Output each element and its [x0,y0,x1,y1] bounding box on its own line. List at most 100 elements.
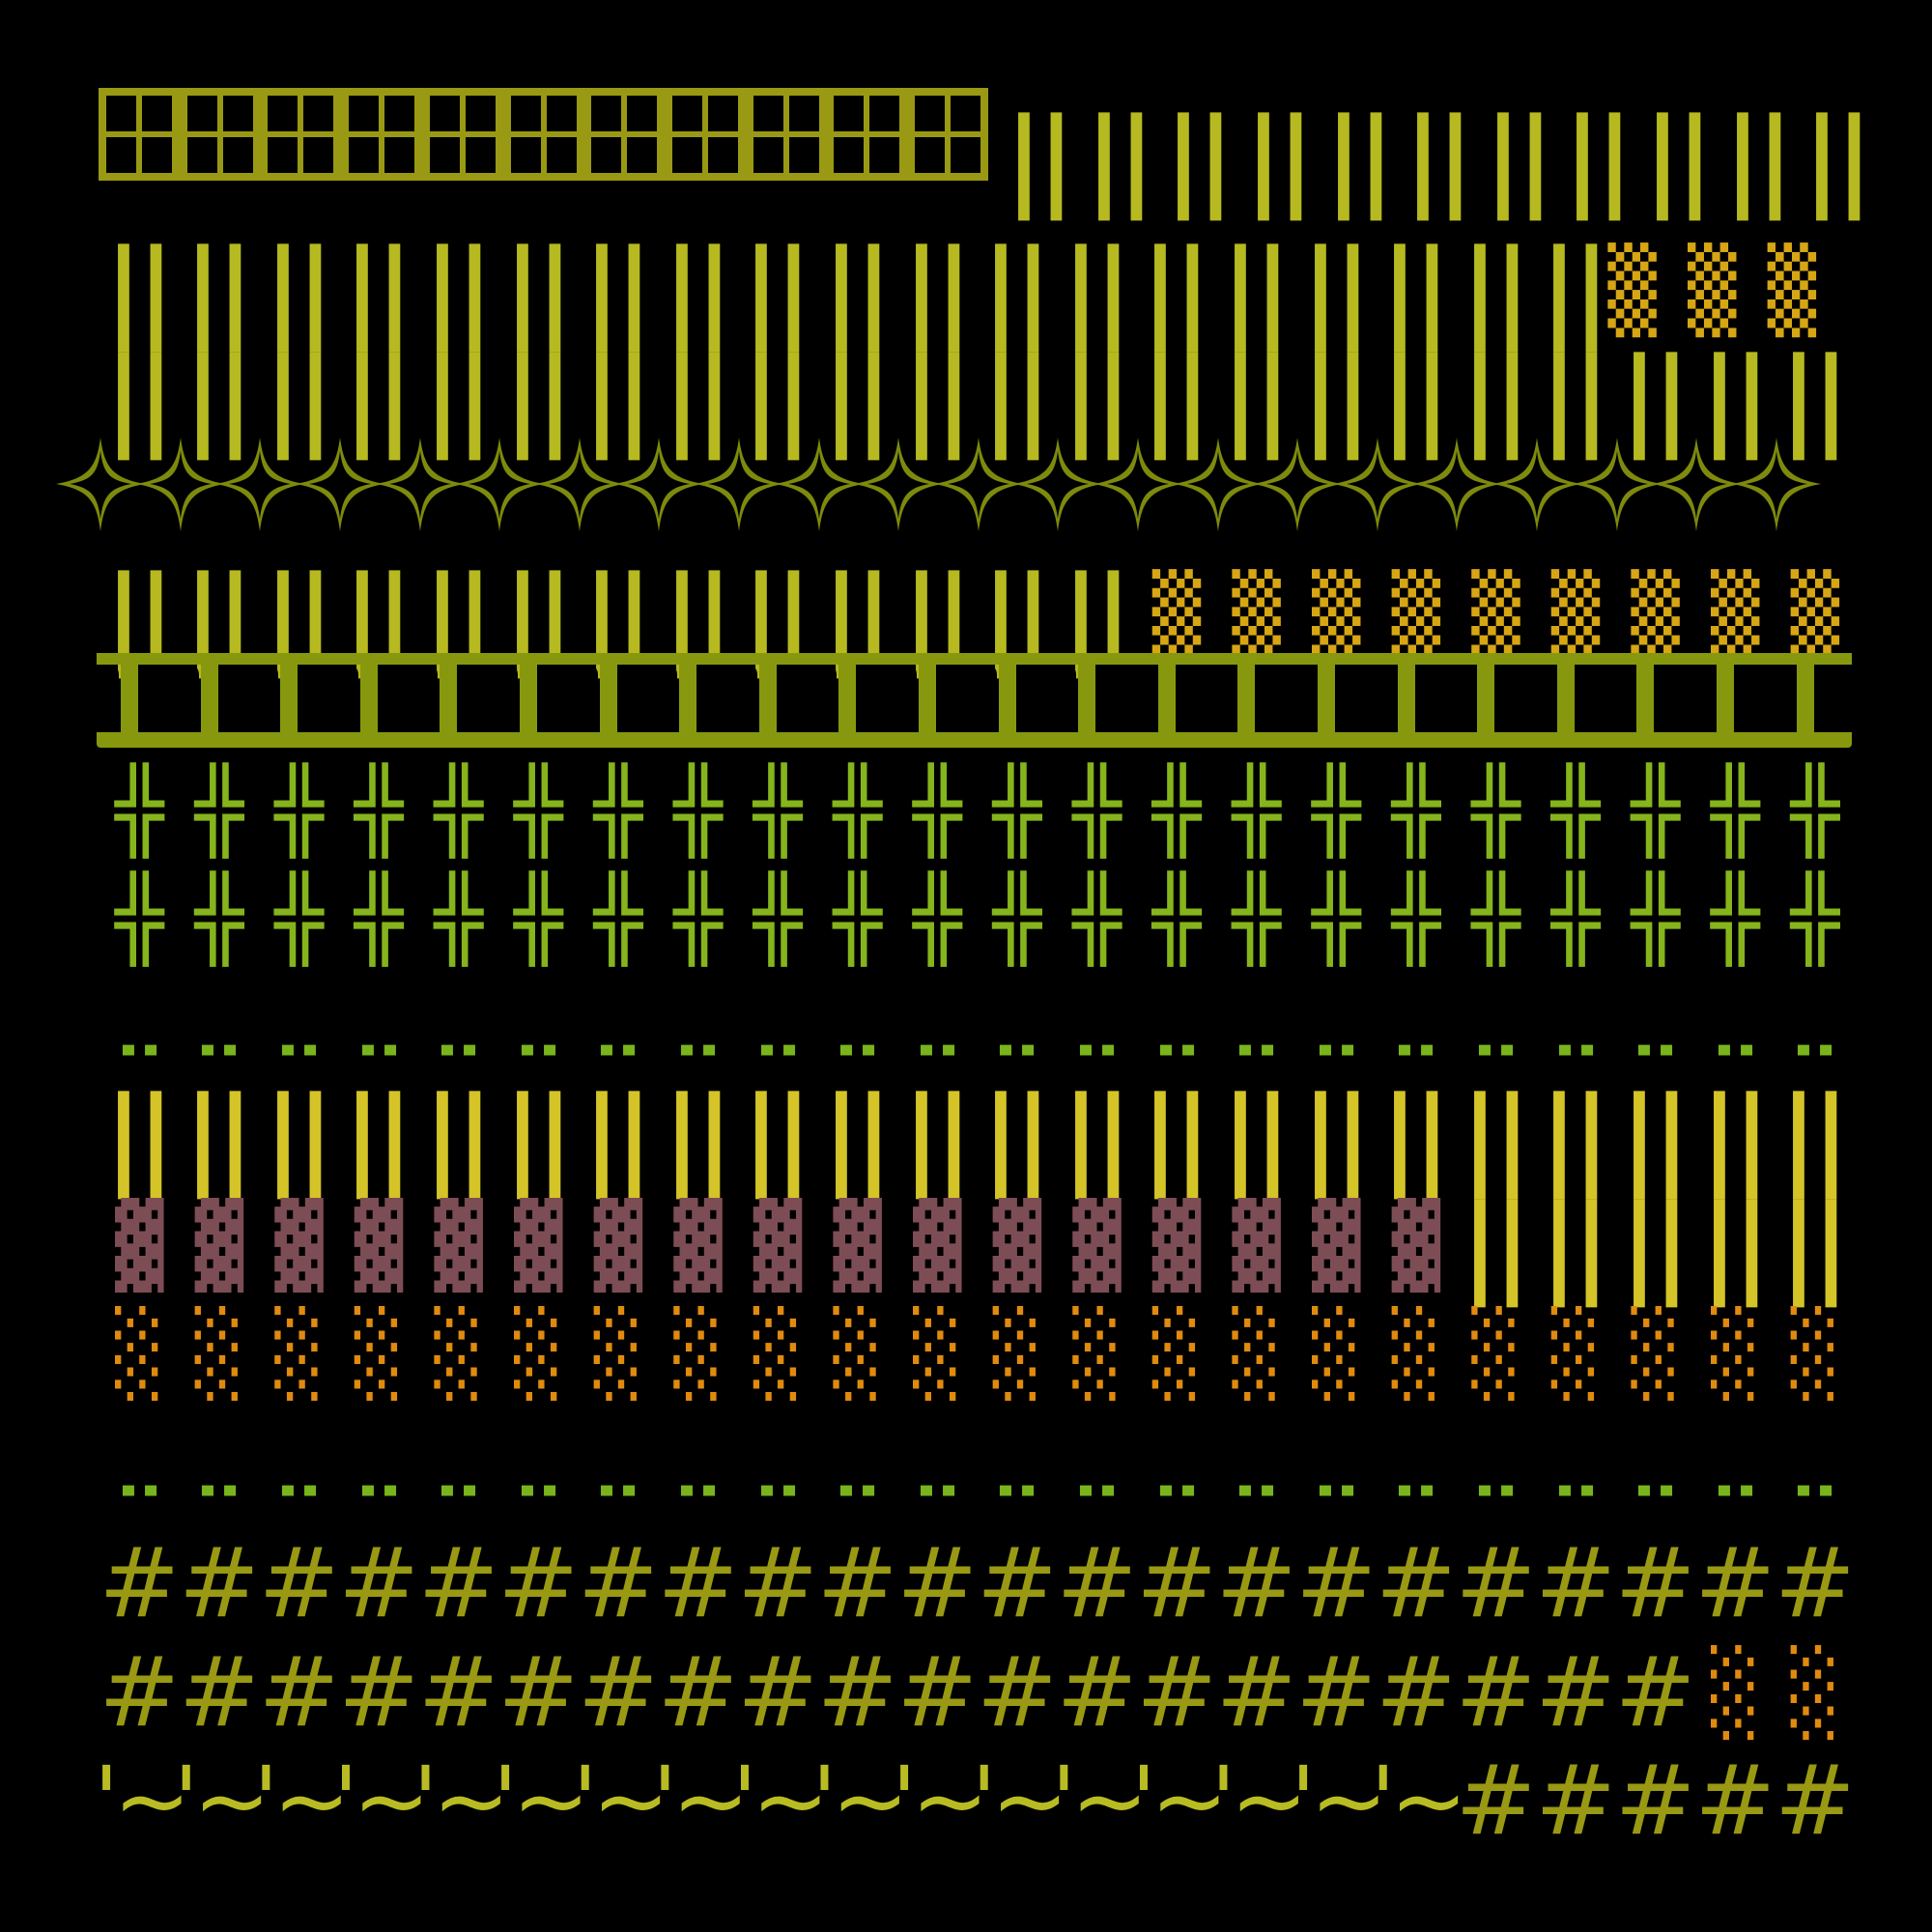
glyph-cell: ▓ [1057,1198,1137,1292]
glyph-cell: ░ [978,1306,1058,1400]
glyph-cell: ▓ [1137,1198,1217,1292]
glyph-cell: ‖ [1136,236,1217,344]
dark-shade-glyph: ▓ [194,1197,244,1293]
medium-shade-glyph: ▒ [1607,242,1657,337]
glyph-cell: ‖ [1455,344,1536,452]
box-cross-glyph: ╬ [673,870,723,966]
hash-glyph: # [1614,1634,1696,1748]
glyph-cell: ‖ [338,562,419,670]
four-point-star-icon [215,438,305,531]
glyph-cell: ‖ [99,1083,180,1191]
glyph-row: ░░░░░░░░░░░░░░░░░░░░░░ [99,1306,1932,1400]
hash-glyph: # [497,1634,580,1748]
double-bar-glyph: ‖ [816,1073,898,1200]
four-point-star-icon [695,438,784,531]
glyph-cell: '~ [173,1753,270,1847]
glyph-cell: # [1216,1643,1297,1740]
hash-glyph: # [179,1525,260,1639]
hash-glyph: # [816,1525,898,1639]
glyph-cell: ‖ [578,1083,659,1191]
glyph-cell: # [657,1525,739,1639]
glyph-cell: '~ [94,1753,191,1847]
glyph-cell: ▓ [259,1198,339,1292]
box-cross-glyph: ╬ [913,870,962,966]
glyph-cell: ▓ [978,1198,1058,1292]
glyph-cell: ╬ [99,763,180,857]
glyph-cell: ▒ [1615,569,1695,663]
diaeresis-glyph: ¨ [1466,1026,1525,1151]
glyph-cell: ‖ [1000,104,1081,213]
double-bar-glyph: ‖ [736,1073,819,1200]
glyph-cell: # [338,1534,419,1631]
hash-glyph: # [1295,1634,1378,1748]
hash-glyph: # [1614,1743,1696,1857]
glyph-cell: ╬ [579,871,659,965]
four-point-star-icon [933,438,1023,531]
serif-stem [998,653,1016,747]
medium-shade-glyph: ▒ [1312,568,1361,664]
four-point-star-icon [1572,438,1662,531]
glyph-cell: ▓ [339,1198,419,1292]
box-cross-glyph: ╬ [434,870,483,966]
glyph-cell: ╬ [1536,763,1616,857]
diaeresis-glyph: ¨ [1785,1026,1845,1151]
glyph-cell: # [1535,1534,1616,1631]
medium-shade-glyph: ▒ [1550,568,1601,664]
glyph-cell: ▓ [658,1198,738,1292]
double-bar-glyph: ‖ [816,553,898,679]
serif-counter [399,665,439,732]
hash-glyph: # [1056,1634,1138,1748]
glyph-cell: ¨ [579,1464,659,1582]
glyph-cell: '~ [253,1753,351,1847]
double-bar-glyph: ‖ [99,553,181,679]
serif-counter [240,665,279,732]
double-bar-glyph: ‖ [896,334,979,461]
glyph-cell: ‖ [1558,104,1639,213]
glyph-cell: ░ [1695,1306,1776,1400]
double-bar-glyph: ‖ [337,1073,420,1200]
diaeresis-glyph: ¨ [1307,1466,1366,1591]
diaeresis-glyph: ¨ [270,1466,328,1591]
glyph-cell: # [1614,1743,1696,1857]
glyph-cell: ╬ [897,763,978,857]
diaeresis-glyph: ¨ [1067,1466,1126,1591]
double-bar-glyph: ‖ [1478,95,1560,221]
light-shade-glyph: ░ [1471,1305,1520,1401]
glyph-cell: # [737,1643,818,1740]
glyph-cell: '~ [971,1753,1068,1847]
glyph-cell: ‖ [737,562,818,670]
tick-tilde-glyph: '~ [332,1746,431,1855]
serif-stem [919,653,936,747]
glyph-cell: ¨ [1695,1464,1776,1582]
four-point-star-icon [534,438,624,531]
glyph-cell: ‖ [1216,344,1297,452]
dark-shade-glyph: ▓ [753,1197,803,1293]
glyph-cell: ╬ [1296,763,1377,857]
box-cross-glyph: ╬ [274,870,324,966]
hash-glyph: # [657,1525,739,1639]
four-point-star-icon [56,438,146,531]
double-bar-glyph: ‖ [99,334,181,461]
glyph-cell: # [658,1643,739,1740]
glyph-cell: ‖ [418,1083,499,1191]
glyph-cell: ‖ [896,1083,978,1191]
double-bar-glyph: ‖ [178,226,261,353]
light-shade-glyph: ░ [194,1305,244,1401]
glyph-cell: # [179,1643,260,1740]
serif-counter [1117,665,1156,732]
double-bar-glyph: ‖ [736,553,819,679]
double-bar-glyph: ‖ [1694,1181,1776,1308]
diaeresis-glyph: ¨ [908,1466,967,1591]
double-bar-glyph: ‖ [999,95,1082,221]
glyph-cell: ¨ [1137,1464,1217,1582]
serif-counter [1197,665,1236,732]
glyph-cell: ‖ [578,236,659,344]
box-cross-glyph: ╬ [593,870,643,966]
diaeresis-glyph: ¨ [588,1026,648,1151]
serif-stem [838,653,857,747]
frame-box-icon [826,88,908,181]
box-cross-glyph: ╬ [1550,870,1601,966]
four-point-star-icon [296,438,385,531]
double-bar-glyph: ‖ [1398,95,1481,221]
hash-glyph: # [1694,1743,1776,1857]
